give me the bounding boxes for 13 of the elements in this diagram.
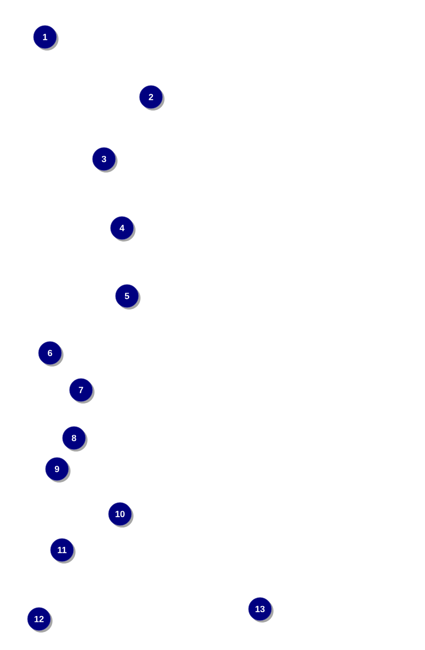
callout-number: 8 [62,426,88,452]
callout-number: 10 [108,502,134,528]
callout-number: 12 [27,607,52,632]
callout-number: 3 [92,147,118,172]
callout-number: 5 [115,284,140,310]
callout-number: 2 [139,85,164,110]
callout-number: 13 [248,597,274,622]
callout-number: 1 [33,25,58,50]
callout-number: 7 [69,378,94,404]
callout-number: 6 [38,341,64,366]
callout-number: 4 [110,216,136,242]
callout-number: 11 [50,538,76,564]
callout-number: 9 [45,457,70,482]
